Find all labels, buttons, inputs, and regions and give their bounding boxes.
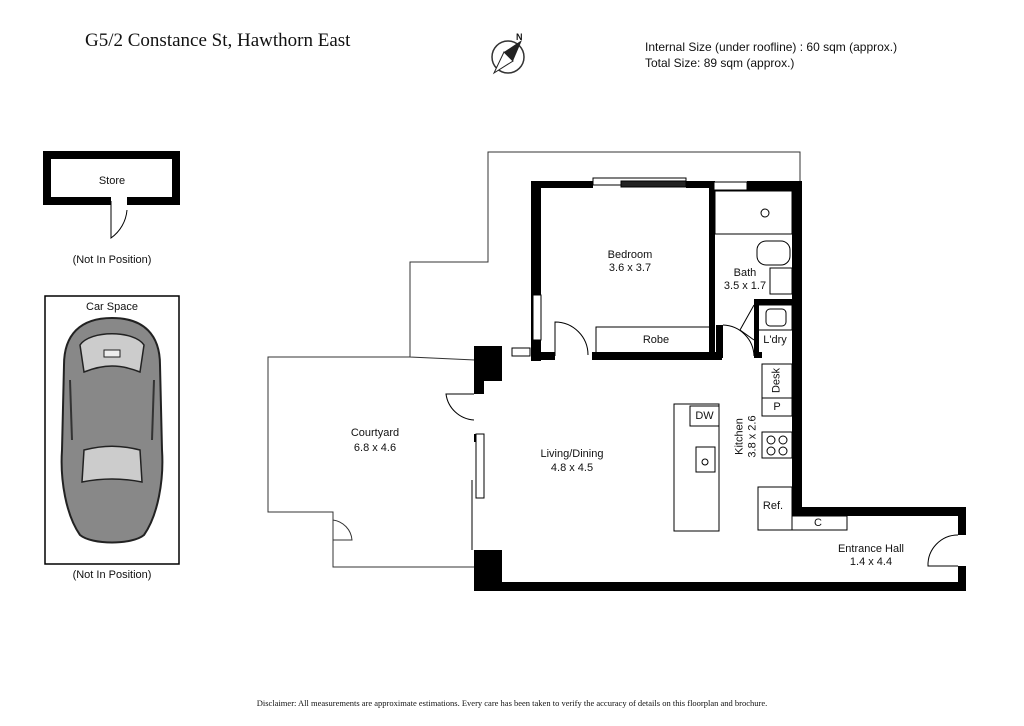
compass-icon (491, 40, 525, 75)
store-outline (43, 151, 180, 239)
bath-size: 3.5 x 1.7 (723, 280, 767, 292)
fridge-label: Ref. (762, 500, 784, 512)
total-size-text: Total Size: 89 sqm (approx.) (645, 56, 795, 70)
car-space-note: (Not In Position) (72, 569, 152, 581)
cupboard-label: C (814, 517, 822, 529)
courtyard-outline (267, 151, 801, 568)
laundry-label: L'dry (763, 334, 787, 346)
disclaimer-text: Disclaimer: All measurements are approxi… (256, 698, 768, 708)
desk-label: Desk (770, 367, 783, 394)
car-space-outline (44, 295, 180, 565)
dishwasher-label: DW (695, 410, 714, 422)
kitchen-size: 3.8 x 2.6 (746, 415, 759, 458)
store-label: Store (98, 175, 126, 187)
bath-name: Bath (733, 267, 757, 279)
compass-north-label: N (516, 32, 523, 42)
courtyard-size: 6.8 x 4.6 (353, 442, 397, 454)
fixtures (595, 190, 848, 532)
pantry-label: P (773, 401, 781, 413)
bedroom-name: Bedroom (607, 249, 653, 261)
kitchen-name: Kitchen (733, 418, 746, 455)
entrance-size: 1.4 x 4.4 (849, 556, 893, 568)
store-note: (Not In Position) (72, 254, 152, 266)
address-title: G5/2 Constance St, Hawthorn East (85, 30, 351, 51)
living-size: 4.8 x 4.5 (550, 462, 594, 474)
car-space-label: Car Space (86, 301, 138, 313)
robe-label: Robe (642, 334, 670, 346)
car-icon (60, 316, 164, 544)
windows (471, 177, 748, 550)
doors (445, 304, 959, 567)
courtyard-name: Courtyard (350, 427, 400, 439)
internal-size-text: Internal Size (under roofline) : 60 sqm … (645, 40, 898, 54)
entrance-name: Entrance Hall (837, 543, 905, 555)
living-name: Living/Dining (540, 448, 604, 460)
apartment-walls (474, 181, 966, 591)
bedroom-size: 3.6 x 3.7 (608, 262, 652, 274)
